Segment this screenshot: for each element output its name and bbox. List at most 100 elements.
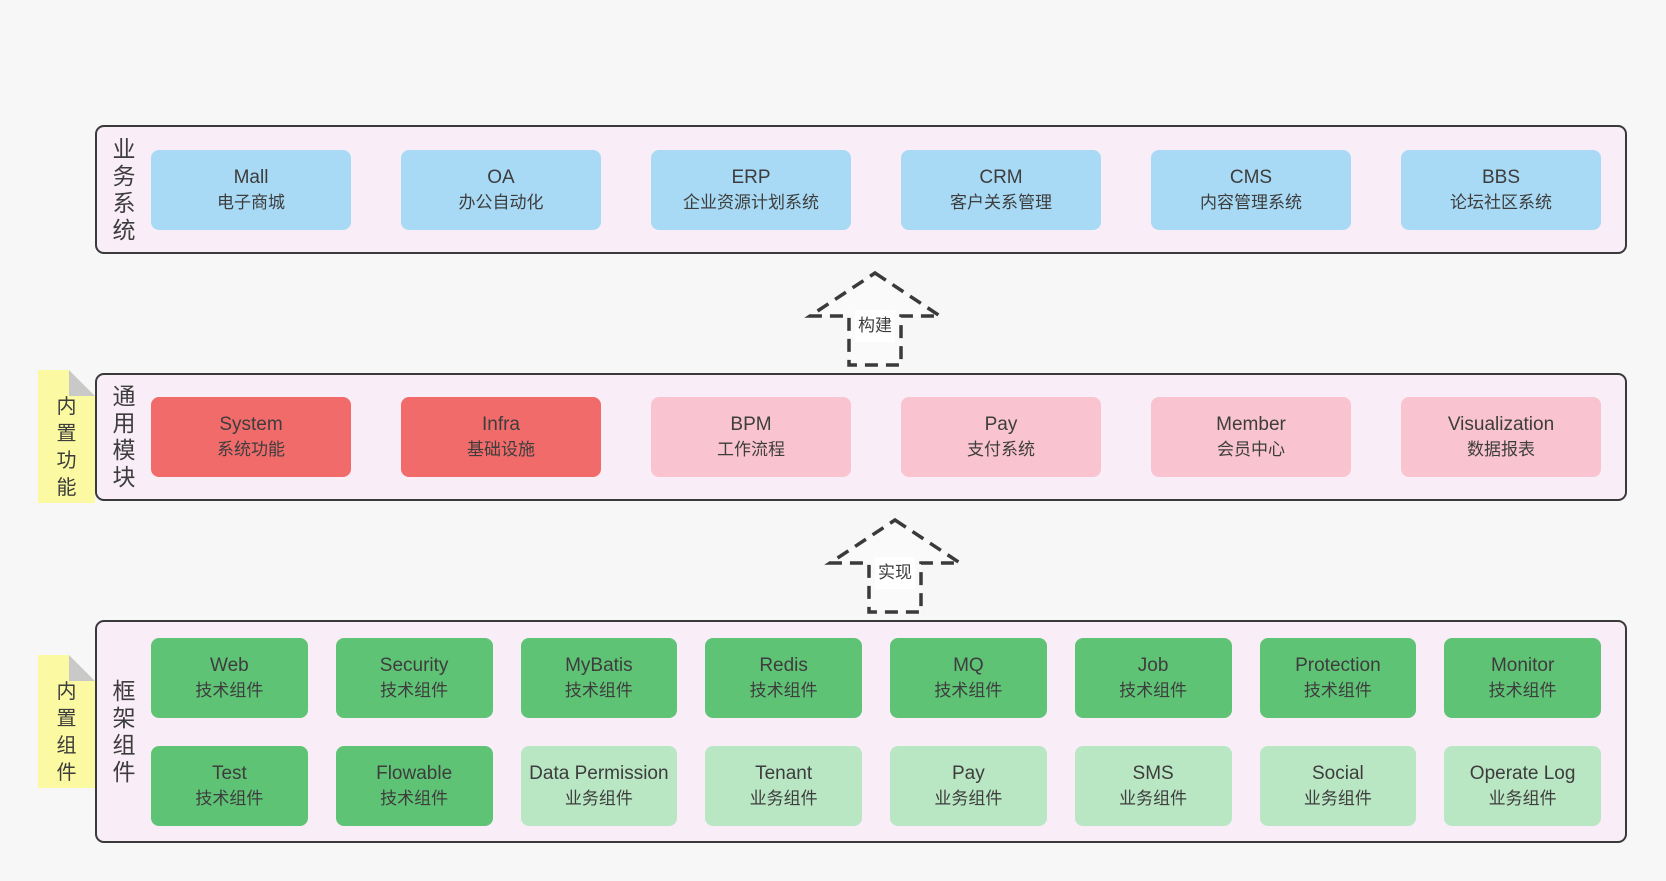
component-box-bpm: BPM 工作流程 (651, 397, 851, 477)
box-title: Test (211, 762, 247, 784)
note-label: 内置组件 (56, 681, 77, 784)
box-subtitle: 技术组件 (195, 680, 264, 700)
box-subtitle: 内容管理系统 (1200, 192, 1302, 212)
box-subtitle: 技术组件 (749, 680, 818, 700)
box-title: Operate Log (1469, 762, 1576, 784)
component-box-pay: Pay 支付系统 (901, 397, 1101, 477)
box-title: SMS (1132, 762, 1174, 784)
box-title: Member (1216, 414, 1286, 435)
box-subtitle: 技术组件 (380, 680, 449, 700)
box-subtitle: 工作流程 (717, 440, 785, 459)
note-fold-corner-icon (69, 655, 95, 681)
component-box-test: Test 技术组件 (151, 745, 308, 826)
component-box-mq: MQ 技术组件 (890, 637, 1047, 718)
box-subtitle: 系统功能 (217, 440, 285, 459)
dashed-up-arrow-implement: 实现 (824, 517, 966, 615)
box-subtitle: 业务组件 (1488, 788, 1557, 808)
component-box-sms: SMS 业务组件 (1074, 745, 1232, 826)
component-box-system: System 系统功能 (151, 397, 351, 477)
component-box-redis: Redis 技术组件 (705, 637, 862, 718)
box-title: Pay (952, 762, 985, 784)
box-title: Redis (759, 654, 808, 676)
box-subtitle: 技术组件 (195, 788, 264, 808)
box-subtitle: 业务组件 (564, 788, 633, 808)
component-box-erp: ERP 企业资源计划系统 (651, 149, 851, 230)
box-title: Mall (233, 166, 269, 188)
dashed-up-arrow-build: 构建 (804, 270, 946, 368)
component-box-mall: Mall 电子商城 (151, 149, 351, 230)
box-subtitle: 电子商城 (217, 192, 285, 212)
box-subtitle: 基础设施 (467, 440, 535, 459)
box-subtitle: 业务组件 (1303, 788, 1372, 808)
box-title: Job (1137, 654, 1169, 676)
box-title: System (219, 414, 283, 435)
component-box-mybatis: MyBatis 技术组件 (520, 637, 678, 718)
band-label: 框架组件 (112, 677, 136, 785)
arrow-label: 实现 (875, 557, 915, 589)
component-box-social: Social 业务组件 (1259, 745, 1417, 826)
box-subtitle: 技术组件 (380, 788, 449, 808)
box-title: Flowable (376, 762, 453, 784)
box-subtitle: 论坛社区系统 (1450, 192, 1552, 212)
box-title: Security (379, 654, 449, 676)
component-box-tenant: Tenant 业务组件 (705, 745, 862, 826)
box-subtitle: 技术组件 (1488, 680, 1557, 700)
sticky-note-builtin-features: 内置功能 (38, 370, 95, 503)
box-subtitle: 会员中心 (1217, 440, 1285, 459)
box-title: MQ (953, 654, 984, 676)
component-box-job: Job 技术组件 (1074, 637, 1232, 718)
band-label-wrap: 框架组件 (97, 622, 151, 841)
box-subtitle: 技术组件 (1119, 680, 1188, 700)
component-box-web: Web 技术组件 (151, 637, 308, 718)
box-subtitle: 支付系统 (967, 440, 1035, 459)
box-subtitle: 技术组件 (934, 680, 1003, 700)
box-title: Infra (481, 414, 521, 435)
component-box-bbs: BBS 论坛社区系统 (1401, 149, 1601, 230)
box-subtitle: 业务组件 (1119, 788, 1188, 808)
box-title: BPM (730, 414, 772, 435)
component-box-security: Security 技术组件 (335, 637, 493, 718)
box-title: Tenant (755, 762, 813, 784)
box-title: OA (487, 166, 515, 188)
note-label: 内置功能 (56, 396, 77, 499)
box-subtitle: 业务组件 (749, 788, 818, 808)
box-subtitle: 技术组件 (564, 680, 633, 700)
band-common-modules: 通用模块 System 系统功能 Infra 基础设施 BPM 工作流程 Pay 支付系统 Me… (95, 373, 1627, 501)
box-title: Web (210, 654, 249, 676)
component-box-infra: Infra 基础设施 (401, 397, 601, 477)
component-box-pay: Pay 业务组件 (890, 745, 1047, 826)
arrow-label: 构建 (855, 310, 895, 342)
component-box-member: Member 会员中心 (1151, 397, 1351, 477)
band-label-wrap: 通用模块 (97, 375, 151, 499)
component-box-data-permission: Data Permission 业务组件 (520, 745, 678, 826)
component-box-operate-log: Operate Log 业务组件 (1444, 745, 1601, 826)
box-subtitle: 技术组件 (1303, 680, 1372, 700)
band-content: System 系统功能 Infra 基础设施 BPM 工作流程 Pay 支付系统 Member 会… (151, 375, 1625, 499)
box-title: ERP (731, 166, 771, 188)
box-title: Visualization (1447, 414, 1555, 435)
band-box-row: System 系统功能 Infra 基础设施 BPM 工作流程 Pay 支付系统 Member 会… (151, 397, 1601, 477)
component-box-flowable: Flowable 技术组件 (335, 745, 493, 826)
box-title: CRM (979, 166, 1023, 188)
box-subtitle: 客户关系管理 (950, 192, 1052, 212)
component-box-crm: CRM 客户关系管理 (901, 149, 1101, 230)
box-subtitle: 业务组件 (934, 788, 1003, 808)
box-title: BBS (1481, 166, 1521, 188)
box-title: Pay (984, 414, 1018, 435)
box-title: MyBatis (565, 654, 633, 676)
box-title: Data Permission (529, 762, 669, 784)
box-subtitle: 企业资源计划系统 (683, 192, 819, 212)
note-fold-corner-icon (69, 370, 95, 396)
sticky-note-builtin-components: 内置组件 (38, 655, 95, 788)
box-title: Social (1312, 762, 1364, 784)
